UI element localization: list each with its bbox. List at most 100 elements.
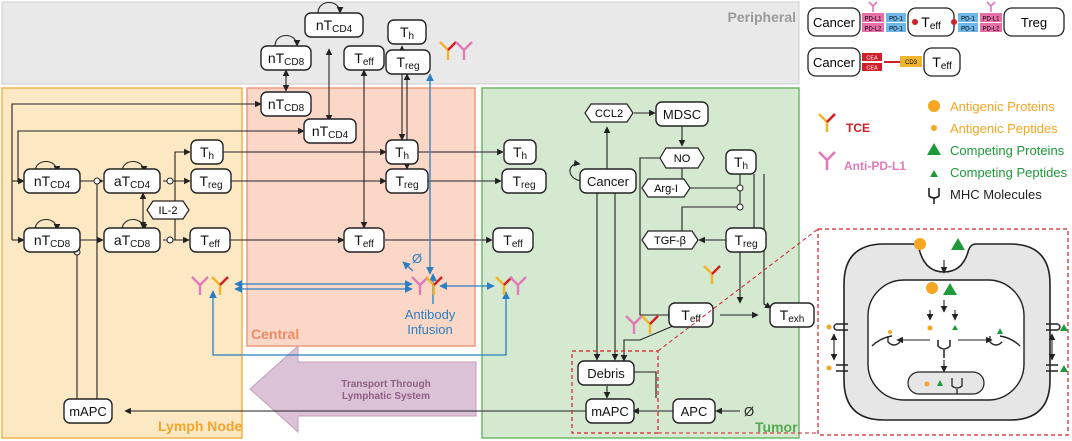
legend-antigenic-peptides-icon	[931, 125, 937, 131]
node-mdsc: MDSC	[655, 101, 709, 127]
node-atcd4-ln: aTCD4	[103, 168, 161, 194]
node-treg-tu: Treg	[725, 227, 767, 253]
node-label: mAPC	[591, 404, 629, 419]
no-label: NO	[674, 153, 691, 165]
node-label: Teff	[503, 232, 523, 250]
antibody-infusion-label-2: Infusion	[407, 322, 453, 337]
mech-teff-1: Teff	[921, 14, 941, 32]
chip-pd1-b: PD-1	[889, 27, 903, 33]
chip-pd1-a: PD-1	[889, 17, 903, 23]
mech-cancer-2: Cancer	[813, 55, 856, 70]
node-treg-p: Treg	[385, 49, 431, 75]
node-ntcd4-top: nTCD4	[304, 12, 364, 38]
peripheral-label: Peripheral	[728, 9, 796, 25]
node-mapc-ln: mAPC	[63, 398, 113, 424]
no-hexagon	[659, 147, 705, 169]
node-label: mAPC	[69, 404, 107, 419]
legend-item-4: MHC Molecules	[950, 187, 1042, 202]
node-th-ln: Th	[190, 139, 224, 165]
node-label: MDSC	[663, 107, 701, 122]
node-label: Th	[400, 24, 414, 42]
node-label: aTCD8	[114, 232, 151, 250]
node-th-p: Th	[387, 19, 427, 45]
legend-antigenic-proteins-icon	[928, 100, 940, 112]
transport-label-2: Lymphatic System	[342, 391, 430, 402]
node-label: Treg	[396, 54, 419, 72]
node-teff-tu: Teff	[668, 302, 714, 328]
chip-pdl1-b: PD-L1	[982, 17, 1000, 23]
node-th-t: Th	[503, 139, 537, 165]
node-label: Th	[395, 144, 409, 162]
node-ntcd8-mid: nTCD8	[260, 91, 312, 117]
legend-item-0: Antigenic Proteins	[950, 99, 1055, 114]
mech-teff-2: Teff	[932, 54, 952, 72]
zoom-source-box	[571, 350, 659, 434]
node-label: Texh	[780, 307, 805, 325]
node-texh-tu: Texh	[769, 302, 815, 328]
node-treg-t: Treg	[501, 168, 547, 194]
node-ntcd8-ln: nTCD8	[23, 227, 81, 253]
node-teff-ln: Teff	[189, 227, 231, 253]
chip-pdl2-a: PD-L2	[864, 27, 882, 33]
antibody-icons	[191, 41, 721, 334]
node-label: APC	[681, 404, 708, 419]
zoom-connector-top	[657, 228, 819, 352]
node-label: Teff	[354, 50, 374, 68]
ccl2-hexagon	[584, 103, 634, 123]
node-label: Treg	[512, 173, 535, 191]
arg-i-label: Arg-I	[654, 183, 678, 195]
ccl2-label: CCL2	[595, 108, 623, 120]
il2-label: IL-2	[159, 205, 178, 217]
node-label: Treg	[395, 173, 418, 191]
legend-item-1: Antigenic Peptides	[950, 121, 1058, 136]
node-apc: APC	[672, 398, 716, 424]
node-label: Treg	[199, 173, 222, 191]
chip-pdl1-a: PD-L1	[864, 17, 882, 23]
legend-mhc-icon	[928, 188, 940, 204]
tgf-beta-label: TGF-β	[654, 235, 686, 247]
node-label: nTCD4	[34, 173, 71, 191]
node-debris: Debris	[577, 360, 635, 386]
chip-pd1-c: PD-1	[961, 17, 975, 23]
legend-competing-proteins-icon	[927, 143, 941, 155]
node-label: Teff	[354, 232, 374, 250]
node-mapc-tu: mAPC	[585, 398, 635, 424]
legend-competing-peptides-icon	[930, 170, 938, 177]
edges	[11, 1, 772, 415]
node-label: Cancer	[587, 174, 630, 189]
node-label: nTCD4	[312, 123, 349, 141]
tumor-label: Tumor	[755, 419, 798, 435]
mechanism-panel: Cancer PD-L1 PD-L2 PD-1 PD-1 Teff PD-1 P…	[807, 1, 1065, 77]
lymph-node-label: Lymph Node	[158, 418, 242, 434]
legend-tce: TCE	[846, 121, 870, 135]
arg-i-hexagon	[641, 178, 691, 198]
empty-set-central: Ø	[412, 251, 422, 266]
node-cancer: Cancer	[579, 168, 637, 194]
chip-pdl2-b: PD-L2	[982, 27, 1000, 33]
legend-anti-pdl1: Anti-PD-L1	[844, 159, 906, 173]
node-label: nTCD4	[316, 17, 353, 35]
node-label: aTCD4	[114, 173, 151, 191]
node-label: Treg	[734, 232, 757, 250]
node-th-c: Th	[385, 139, 419, 165]
node-label: nTCD8	[268, 96, 305, 114]
il2-hexagon	[146, 200, 190, 220]
transport-label-1: Transport Through	[341, 379, 430, 390]
antibody-edges	[209, 73, 510, 356]
node-label: Th	[200, 144, 214, 162]
tgf-beta-hexagon	[641, 230, 699, 250]
apc-cell-illustration	[826, 238, 1068, 421]
node-teff-t: Teff	[492, 227, 534, 253]
node-label: Th	[513, 144, 527, 162]
node-ntcd8-top: nTCD8	[260, 45, 312, 71]
node-label: Debris	[587, 366, 625, 381]
node-label: nTCD8	[268, 50, 305, 68]
node-atcd8-ln: aTCD8	[103, 227, 161, 253]
mech-cancer-1: Cancer	[813, 15, 856, 30]
chip-cea-a: CEA	[866, 56, 878, 62]
node-teff-p: Teff	[343, 45, 385, 71]
legend-item-2: Competing Proteins	[950, 143, 1065, 158]
node-treg-c: Treg	[385, 168, 429, 194]
